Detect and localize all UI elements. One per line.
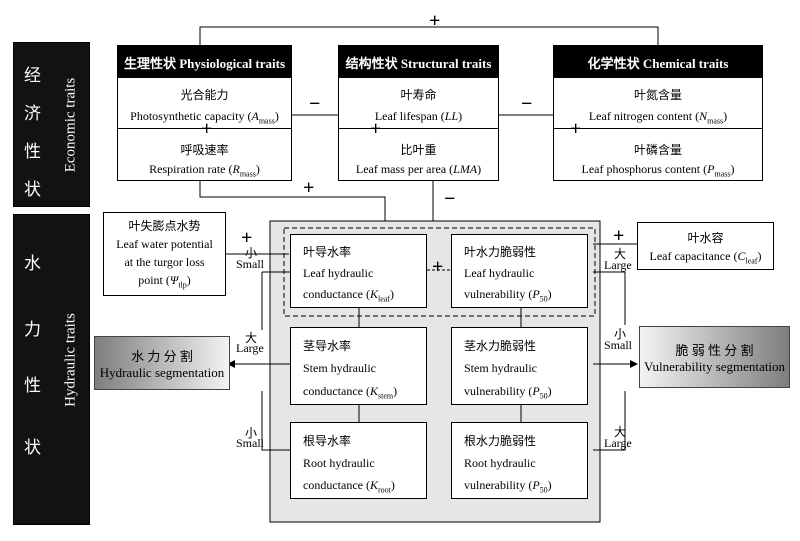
chemical-header: 化学性状 Chemical traits (554, 46, 762, 78)
capacitance-cn: 叶水容 (687, 231, 724, 245)
large-label-en-leaf-right: Large (604, 258, 632, 272)
large-label-en-left: Large (236, 341, 264, 355)
turgor-cn: 叶失膨点水势 (128, 219, 201, 233)
plus-sign-physiological: + (201, 118, 213, 140)
vulnerability-segmentation-box: 脆 弱 性 分 割 Vulnerability segmentation (639, 326, 790, 388)
stem-conductance-cn: 茎导水率 (303, 339, 352, 353)
minus-sign-phys-struct: − (309, 93, 321, 115)
leaf-conductance-box: 叶导水率 Leaf hydraulic conductance (Kleaf) (290, 234, 427, 308)
leaf-vulnerability-en2: vulnerability (P50) (464, 287, 552, 304)
hydraulic-char-3: 性 (24, 376, 41, 395)
plus-sign-chemical: + (570, 118, 582, 140)
capacitance-en: Leaf capacitance (Cleaf) (649, 249, 762, 266)
minus-sign-struct-chem: − (521, 93, 533, 115)
small-label-en-leaf-left: Small (236, 257, 265, 271)
hydraulic-segmentation-cn: 水 力 分 割 (131, 348, 193, 364)
plus-sign-capacitance: + (613, 225, 625, 247)
plus-sign-top: + (429, 10, 441, 32)
stem-vulnerability-en1: Stem hydraulic (464, 361, 537, 375)
leaf-capacitance-box: 叶水容 Leaf capacitance (Cleaf) (637, 222, 774, 270)
minus-sign-struct-to-hydraulic: − (444, 188, 456, 210)
leaf-nitrogen-en: Leaf nitrogen content (Nmass) (588, 109, 728, 126)
hydraulic-segmentation-box: 水 力 分 割 Hydraulic segmentation (94, 336, 230, 390)
photosynthetic-capacity-cn: 光合能力 (180, 88, 229, 102)
turgor-en-line1: Leaf water potential (116, 237, 213, 251)
stem-conductance-en2: conductance (Kstem) (303, 384, 398, 401)
large-label-cn-leaf-right: 大 (614, 247, 627, 261)
root-conductance-box: 根导水率 Root hydraulic conductance (Kroot) (290, 422, 427, 499)
hydraulic-traits-sidebar: 水 力 性 状 Hydraulic traits (13, 214, 90, 525)
respiration-rate-cn: 呼吸速率 (180, 143, 229, 157)
root-conductance-en1: Root hydraulic (303, 456, 375, 470)
hydraulic-segmentation-en: Hydraulic segmentation (99, 364, 225, 380)
structural-header: 结构性状 Structural traits (339, 46, 498, 78)
small-label-en-right: Small (604, 338, 633, 352)
turgor-loss-point-box: 叶失膨点水势 Leaf water potential at the turgo… (103, 212, 226, 296)
vulnerability-segmentation-cn: 脆 弱 性 分 割 (675, 342, 754, 358)
hydraulic-char-1: 水 (24, 254, 41, 273)
leaf-vulnerability-en1: Leaf hydraulic (464, 266, 535, 280)
hydraulic-char-2: 力 (24, 320, 41, 339)
root-vulnerability-box: 根水力脆弱性 Root hydraulic vulnerability (P50… (451, 422, 588, 499)
stem-conductance-box: 茎导水率 Stem hydraulic conductance (Kstem) (290, 327, 427, 405)
leaf-phosphorus-cn: 叶磷含量 (633, 143, 682, 157)
economic-char-1: 经 (24, 66, 41, 85)
economic-traits-label: Economic traits (62, 77, 79, 173)
leaf-mass-per-area-en: Leaf mass per area (LMA) (355, 162, 482, 176)
photosynthetic-capacity-en: Photosynthetic capacity (Amass) (130, 109, 279, 126)
root-vulnerability-en1: Root hydraulic (464, 456, 536, 470)
vulnerability-segmentation-en: Vulnerability segmentation (643, 358, 786, 374)
plus-sign-phys-to-hydraulic: + (303, 177, 315, 199)
leaf-phosphorus-en: Leaf phosphorus content (Pmass) (581, 162, 735, 179)
hydraulic-traits-label: Hydraulic traits (62, 313, 79, 407)
root-conductance-en2: conductance (Kroot) (303, 478, 395, 495)
leaf-conductance-en1: Leaf hydraulic (303, 266, 374, 280)
leaf-vulnerability-box: 叶水力脆弱性 Leaf hydraulic vulnerability (P50… (451, 234, 588, 308)
plus-sign-structural: + (370, 118, 382, 140)
leaf-mass-per-area-cn: 比叶重 (400, 143, 437, 157)
small-label-en-root-left: Small (236, 436, 265, 450)
stem-vulnerability-box: 茎水力脆弱性 Stem hydraulic vulnerability (P50… (451, 327, 588, 405)
turgor-en-line2: at the turgor loss (124, 255, 205, 269)
turgor-en-line3: point (Ψtlp) (138, 273, 191, 290)
small-label-cn-root-left: 小 (245, 426, 258, 440)
root-vulnerability-en2: vulnerability (P50) (464, 478, 552, 495)
stem-vulnerability-cn: 茎水力脆弱性 (464, 339, 537, 353)
plus-sign-dashed-link: + (432, 256, 444, 278)
economic-char-4: 状 (24, 180, 41, 199)
economic-char-3: 性 (24, 142, 41, 161)
large-label-cn-root-right: 大 (614, 425, 627, 439)
respiration-rate-en: Respiration rate (Rmass) (149, 162, 260, 179)
leaf-lifespan-en: Leaf lifespan (LL) (374, 109, 463, 123)
leaf-vulnerability-cn: 叶水力脆弱性 (464, 245, 537, 259)
leaf-conductance-cn: 叶导水率 (303, 245, 352, 259)
stem-vulnerability-en2: vulnerability (P50) (464, 384, 552, 401)
small-label-cn-right: 小 (614, 327, 627, 341)
chemical-traits-box: 化学性状 Chemical traits 叶氮含量 Leaf nitrogen … (553, 45, 763, 181)
physiological-header: 生理性状 Physiological traits (118, 46, 291, 78)
economic-char-2: 济 (24, 104, 41, 123)
physiological-traits-box: 生理性状 Physiological traits 光合能力 Photosynt… (117, 45, 292, 181)
plus-sign-turgor: + (241, 227, 253, 249)
leaf-conductance-en2: conductance (Kleaf) (303, 287, 394, 304)
leaf-lifespan-cn: 叶寿命 (400, 88, 437, 102)
hydraulic-char-4: 状 (24, 438, 41, 457)
large-label-en-root-right: Large (604, 436, 632, 450)
root-conductance-cn: 根导水率 (303, 434, 352, 448)
stem-conductance-en1: Stem hydraulic (303, 361, 376, 375)
leaf-nitrogen-cn: 叶氮含量 (633, 88, 682, 102)
large-label-cn-left: 大 (245, 331, 258, 345)
small-label-cn-leaf-left: 小 (245, 246, 258, 260)
structural-traits-box: 结构性状 Structural traits 叶寿命 Leaf lifespan… (338, 45, 499, 181)
root-vulnerability-cn: 根水力脆弱性 (464, 434, 537, 448)
economic-traits-sidebar: 经 济 性 状 Economic traits (13, 42, 90, 207)
